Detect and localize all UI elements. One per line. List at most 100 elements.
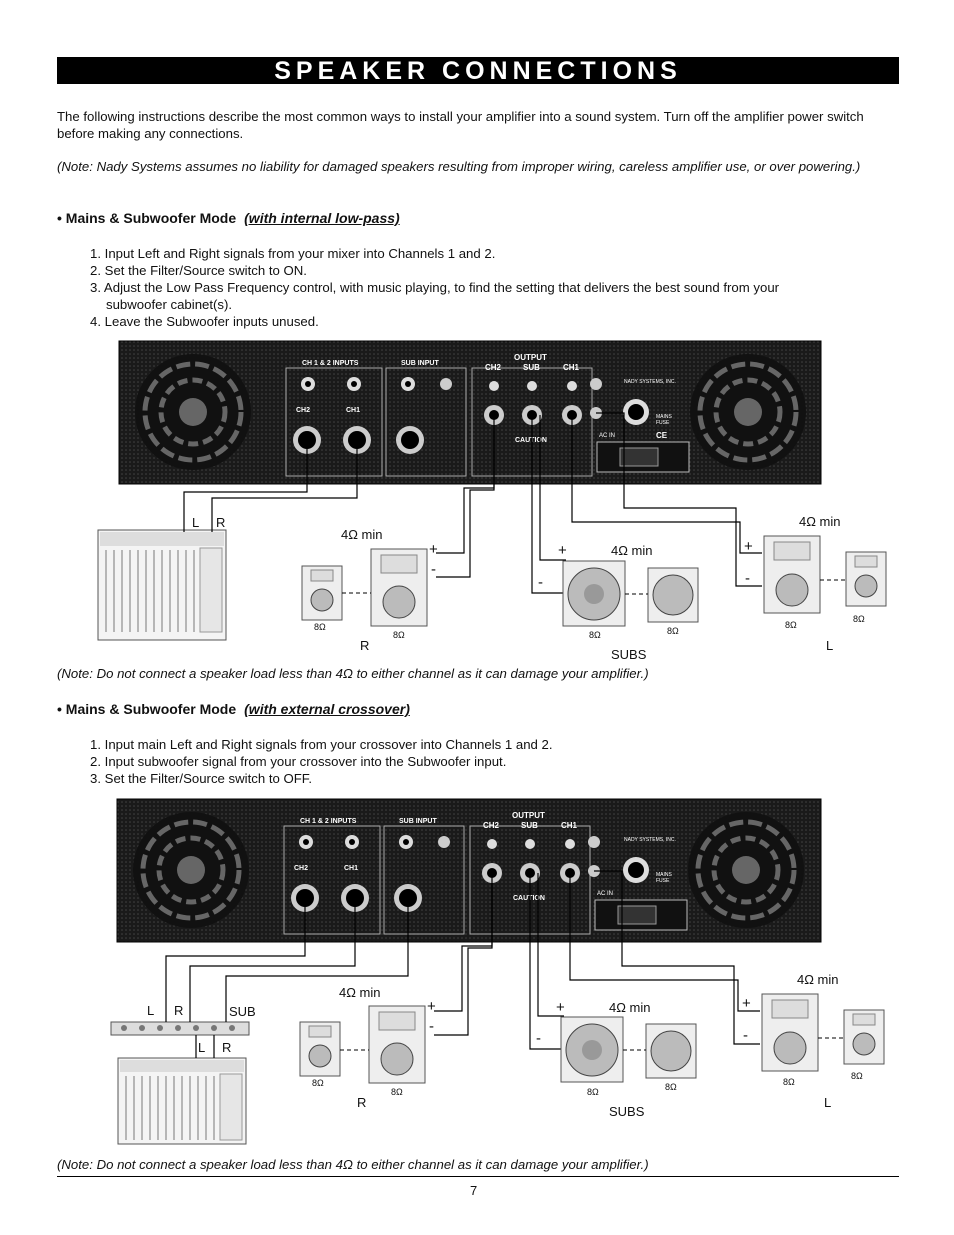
label-8ohm: 8Ω	[851, 1071, 863, 1081]
label-plus: +	[558, 542, 567, 559]
step: 4. Leave the Subwoofer inputs unused.	[90, 314, 319, 329]
wires-1	[183, 412, 762, 594]
label-4ohm-min: 4Ω min	[797, 972, 839, 987]
amplifier-panel-1: CH 1 & 2 INPUTS SUB INPUT OUTPUT CH2 SUB…	[118, 340, 822, 485]
svg-text:OUTPUT: OUTPUT	[512, 811, 545, 820]
svg-text:SUB: SUB	[523, 363, 540, 372]
label-minus: -	[538, 574, 543, 591]
mixer-2	[117, 1057, 247, 1145]
svg-text:CH2: CH2	[485, 363, 502, 372]
svg-text:FUSE: FUSE	[656, 420, 670, 426]
label-8ohm: 8Ω	[312, 1078, 324, 1088]
label-L: L	[198, 1040, 206, 1055]
label-8ohm: 8Ω	[587, 1087, 599, 1097]
label-8ohm: 8Ω	[667, 626, 679, 636]
label-4ohm-min: 4Ω min	[611, 543, 653, 558]
label-R: R	[360, 638, 370, 653]
label-plus: +	[427, 998, 436, 1015]
step: 1. Input Left and Right signals from you…	[90, 246, 496, 261]
label-4ohm-min: 4Ω min	[609, 1000, 651, 1015]
svg-text:AC IN: AC IN	[597, 891, 613, 897]
svg-text:SUB INPUT: SUB INPUT	[401, 360, 439, 367]
svg-text:FUSE: FUSE	[656, 878, 670, 884]
label-8ohm: 8Ω	[314, 622, 326, 632]
label-plus: +	[429, 541, 438, 558]
label-sub: SUB	[229, 1004, 256, 1019]
svg-text:CAUTION: CAUTION	[515, 437, 547, 444]
label-plus: +	[556, 999, 565, 1016]
section1-heading-text: • Mains & Subwoofer Mode	[57, 210, 237, 226]
svg-text:MAINS: MAINS	[656, 414, 673, 420]
svg-text:CAUTION: CAUTION	[513, 895, 545, 902]
step: 2. Set the Filter/Source switch to ON.	[90, 263, 307, 278]
label-8ohm: 8Ω	[785, 620, 797, 630]
section1-subheading: (with internal low-pass)	[244, 210, 400, 226]
label-R: R	[222, 1040, 232, 1055]
svg-text:NADY SYSTEMS, INC.: NADY SYSTEMS, INC.	[624, 837, 676, 843]
svg-text:CH1: CH1	[563, 363, 580, 372]
svg-text:CH2: CH2	[296, 407, 310, 414]
footer-divider	[57, 1176, 899, 1177]
step: 3. Set the Filter/Source switch to OFF.	[90, 771, 313, 786]
amplifier-panel-2: CH 1 & 2 INPUTS SUB INPUT OUTPUT CH2 SUB…	[116, 798, 822, 943]
label-minus: -	[745, 570, 750, 587]
label-4ohm-min: 4Ω min	[799, 514, 841, 529]
svg-text:OUTPUT: OUTPUT	[514, 353, 547, 362]
section1-steps: 1. Input Left and Right signals from you…	[90, 245, 779, 330]
inputs-label: CH 1 & 2 INPUTS	[302, 360, 359, 367]
svg-text:SUB INPUT: SUB INPUT	[399, 818, 437, 825]
label-L: L	[192, 515, 200, 530]
svg-text:AC IN: AC IN	[599, 433, 615, 439]
section2-steps: 1. Input main Left and Right signals fro…	[90, 736, 553, 787]
svg-text:CH1: CH1	[344, 865, 358, 872]
label-8ohm: 8Ω	[665, 1082, 677, 1092]
intro-paragraph: The following instructions describe the …	[57, 109, 864, 141]
label-subs: SUBS	[611, 647, 647, 662]
label-L: L	[147, 1003, 155, 1018]
label-minus: -	[743, 1027, 748, 1044]
mixer-1	[97, 529, 227, 641]
speakers-2	[299, 993, 885, 1084]
step: 2. Input subwoofer signal from your cros…	[90, 754, 507, 769]
section1-note: (Note: Do not connect a speaker load les…	[57, 666, 649, 681]
step: subwoofer cabinet(s).	[106, 297, 233, 312]
label-R: R	[216, 515, 226, 530]
label-8ohm: 8Ω	[783, 1077, 795, 1087]
svg-text:NADY SYSTEMS, INC.: NADY SYSTEMS, INC.	[624, 379, 676, 385]
step: 3. Adjust the Low Pass Frequency control…	[90, 280, 780, 295]
label-L: L	[826, 638, 834, 653]
section2-heading-text: • Mains & Subwoofer Mode	[57, 701, 237, 717]
label-4ohm-min: 4Ω min	[339, 985, 381, 1000]
liability-note: (Note: Nady Systems assumes no liability…	[57, 159, 861, 174]
crossover-unit	[110, 1021, 250, 1036]
label-8ohm: 8Ω	[391, 1087, 403, 1097]
wires-2	[165, 870, 760, 1058]
section2-note: (Note: Do not connect a speaker load les…	[57, 1157, 649, 1172]
label-minus: -	[536, 1030, 541, 1047]
page-number: 7	[470, 1183, 478, 1198]
label-plus: +	[742, 995, 751, 1012]
section2-subheading: (with external crossover)	[244, 701, 410, 717]
svg-text:CH1: CH1	[561, 821, 578, 830]
label-minus: -	[429, 1018, 434, 1035]
svg-text:CH 1 & 2 INPUTS: CH 1 & 2 INPUTS	[300, 818, 357, 825]
svg-text:CH2: CH2	[483, 821, 500, 830]
svg-text:CH1: CH1	[346, 407, 360, 414]
label-4ohm-min: 4Ω min	[341, 527, 383, 542]
svg-text:SUB: SUB	[521, 821, 538, 830]
svg-text:CH2: CH2	[294, 865, 308, 872]
label-plus: +	[744, 538, 753, 555]
step: 1. Input main Left and Right signals fro…	[90, 737, 553, 752]
svg-text:CE: CE	[656, 431, 668, 440]
label-L: L	[824, 1095, 832, 1110]
speakers-1	[301, 535, 887, 627]
section1-heading: • Mains & Subwoofer Mode (with internal l…	[57, 210, 400, 226]
label-8ohm: 8Ω	[393, 630, 405, 640]
label-8ohm: 8Ω	[853, 614, 865, 624]
label-R: R	[174, 1003, 184, 1018]
page-title: SPEAKER CONNECTIONS	[57, 57, 899, 85]
label-minus: -	[431, 561, 436, 578]
label-subs: SUBS	[609, 1104, 645, 1119]
label-R: R	[357, 1095, 367, 1110]
